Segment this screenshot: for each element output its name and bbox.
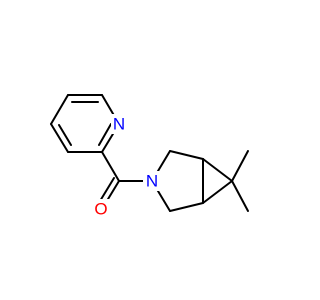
pyridine-ring [50,94,120,153]
bond-bridgehead-top-cme2 [202,158,233,182]
bicyclic-ring [151,150,249,212]
bond-c3-c4 [50,123,69,153]
double-bond-c3-c4 [58,124,72,146]
bond-bridgehead-bottom-cme2 [202,180,233,204]
bond-methyl-top [231,150,249,182]
atom-n-amide: N [143,171,161,191]
atom-label-n-pyridine: N [113,115,125,134]
bond-c2-carbonyl [101,151,120,182]
bond-methyl-bottom [231,180,249,212]
structure-canvas: N N O [50,94,249,219]
molecule-drawing: N N O [50,94,249,219]
bond-c4-c5 [50,94,69,125]
atom-label-o-carbonyl: O [94,200,107,219]
atom-label-n-amide: N [146,172,158,191]
double-bond-n1-c2 [98,123,112,146]
bond-ch2-bottom-bridgehead [169,202,204,212]
atom-o-carbonyl: O [92,199,110,219]
atom-n-pyridine: N [111,114,128,134]
bond-ch2-top-bridgehead [169,150,204,160]
